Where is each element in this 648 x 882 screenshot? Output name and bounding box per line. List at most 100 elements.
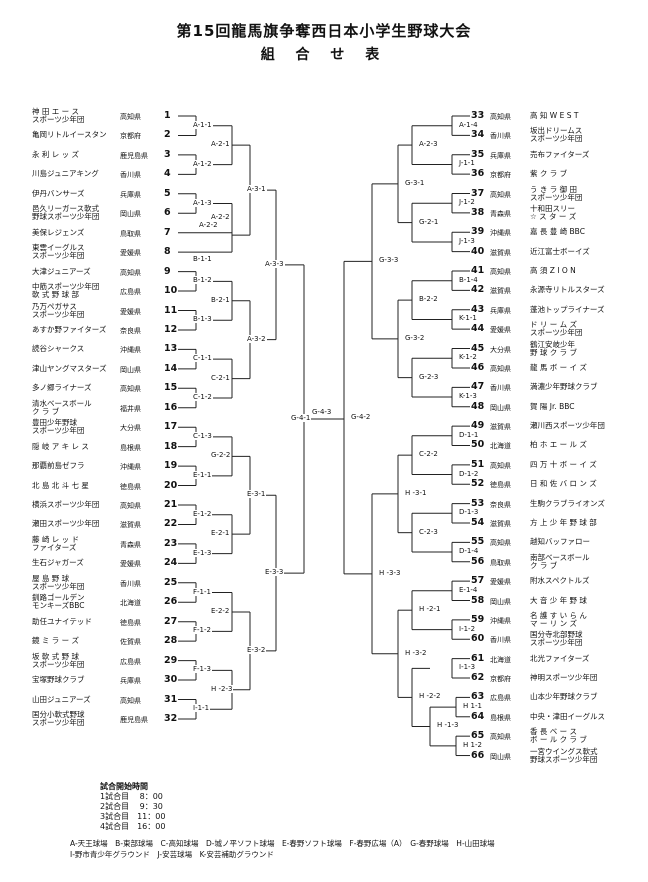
- team-prefecture: 岡山県: [120, 210, 141, 219]
- team-prefecture: 鳥取県: [490, 558, 511, 567]
- team-name: 嘉 長 豊 崎 BBC: [530, 227, 585, 237]
- team-prefecture: 岡山県: [490, 597, 511, 606]
- match-label: B-2-1: [210, 295, 231, 304]
- match-label: G-2-1: [418, 217, 440, 226]
- team-number: 8: [164, 246, 171, 258]
- team-prefecture: 鹿児島県: [120, 151, 148, 160]
- match-label: E-1-1: [192, 470, 213, 479]
- match-label: H -1-3: [436, 721, 460, 730]
- match-label: A-2-1: [210, 140, 231, 149]
- match-label: E-1-4: [458, 585, 479, 594]
- team-number: 19: [164, 460, 178, 472]
- team-name: 永 利 レ ッ ズ: [32, 149, 80, 159]
- match-label: G-3-2: [404, 333, 426, 342]
- team-number: 9: [164, 265, 171, 277]
- team-prefecture: 愛媛県: [120, 307, 141, 316]
- team-number: 28: [164, 635, 178, 647]
- team-name: 大 音 少 年 野 球: [530, 595, 587, 605]
- team-number: 1: [164, 110, 171, 121]
- team-name: 隠 岐 ア キ レ ス: [32, 441, 89, 451]
- match-label: F-1-1: [192, 587, 212, 596]
- venue-legend: A-天王球場 B-東部球場 C-高知球場 D-城ノ平ソフト球場 E-春野ソフト球…: [70, 838, 495, 860]
- team-number: 45: [471, 342, 485, 354]
- team-prefecture: 広島県: [490, 694, 511, 703]
- team-name: 賀 陽 Jr. BBC: [530, 401, 575, 411]
- team-prefecture: 高知県: [490, 268, 511, 277]
- team-prefecture: 愛媛県: [490, 578, 511, 587]
- team-number: 60: [471, 633, 485, 645]
- match-label: I-1-3: [458, 663, 477, 672]
- team-prefecture: 沖縄県: [120, 346, 141, 355]
- team-name: 柏 ホ エ ー ル ズ: [530, 440, 587, 450]
- team-name: 豊田少年野球 スポーツ少年団: [32, 418, 85, 436]
- team-name: 藤 崎 レ ッ ド ファイターズ: [32, 534, 80, 552]
- match-label: E-1-3: [192, 548, 213, 557]
- team-number: 64: [471, 710, 485, 722]
- start-time-row: 1試合目 8：00: [100, 792, 163, 801]
- team-number: 33: [471, 110, 485, 121]
- team-prefecture: 青森県: [490, 209, 511, 218]
- team-number: 38: [471, 206, 485, 218]
- team-prefecture: 大分県: [490, 345, 511, 354]
- team-number: 40: [471, 245, 485, 257]
- team-number: 37: [471, 187, 485, 199]
- team-number: 42: [471, 284, 485, 296]
- team-number: 49: [471, 420, 485, 432]
- team-number: 44: [471, 323, 485, 335]
- match-label: H -2-2: [418, 692, 442, 701]
- match-label: C-2-2: [418, 450, 439, 459]
- team-prefecture: 高知県: [120, 113, 141, 121]
- team-prefecture: 兵庫県: [490, 151, 511, 160]
- team-number: 15: [164, 382, 178, 394]
- match-label: G-4-2: [350, 412, 372, 421]
- team-prefecture: 兵庫県: [490, 306, 511, 315]
- team-prefecture: 佐賀県: [120, 638, 141, 647]
- team-number: 54: [471, 516, 485, 528]
- team-prefecture: 岡山県: [490, 403, 511, 412]
- match-label: A-3-3: [264, 259, 285, 268]
- team-name: 清水ベースボール ク ラ ブ: [32, 398, 92, 416]
- team-prefecture: 高知県: [490, 461, 511, 470]
- team-name: 中央・津田イーグルス: [530, 711, 605, 721]
- match-label: E-2-1: [210, 529, 231, 538]
- team-prefecture: 沖縄県: [490, 229, 511, 238]
- team-number: 51: [471, 458, 485, 470]
- team-name: 亀岡リトルイースタン: [32, 130, 107, 140]
- team-name: 津山ヤングマスターズ: [32, 363, 107, 373]
- team-number: 22: [164, 518, 178, 530]
- match-label: G-2-3: [418, 372, 440, 381]
- team-number: 29: [164, 654, 178, 666]
- team-prefecture: 兵庫県: [120, 677, 141, 686]
- match-label: G-3-1: [404, 178, 426, 187]
- team-prefecture: 徳島県: [120, 482, 141, 491]
- match-label: A-3-2: [246, 334, 267, 343]
- match-label: A-1-4: [458, 120, 479, 129]
- start-times-title: 試合開始時間: [100, 782, 148, 791]
- match-label: A-1-2: [192, 159, 213, 168]
- team-name: 乃万ペガサス スポーツ少年団: [32, 301, 85, 319]
- team-prefecture: 高知県: [490, 539, 511, 548]
- team-number: 21: [164, 499, 178, 510]
- team-number: 16: [164, 401, 178, 413]
- team-name: あすか野ファイターズ: [32, 324, 107, 334]
- team-name: 国分寺北部野球 スポーツ少年団: [530, 630, 583, 648]
- match-label: A-1-1: [192, 120, 213, 129]
- match-label: J-1-2: [458, 198, 476, 207]
- match-label: B-1-4: [458, 275, 479, 284]
- team-number: 6: [164, 207, 171, 219]
- match-label: F-1-2: [192, 626, 212, 635]
- team-name: 大津ジュニアーズ: [32, 266, 91, 276]
- team-number: 52: [471, 478, 485, 490]
- start-time-row: 4試合目 16：00: [100, 822, 166, 831]
- team-name: 国分小軟式野球 スポーツ少年団: [32, 709, 85, 727]
- team-name: 北 島 北 斗 七 星: [32, 480, 89, 490]
- team-prefecture: 奈良県: [120, 326, 141, 335]
- match-label: K-1-2: [458, 353, 478, 362]
- team-number: 36: [471, 168, 485, 180]
- match-label: G-3-3: [378, 256, 400, 265]
- team-prefecture: 沖縄県: [490, 616, 511, 625]
- team-number: 23: [164, 537, 178, 549]
- team-name: 越知バッファロー: [530, 537, 590, 547]
- team-prefecture: 徳島県: [120, 618, 141, 627]
- match-label: H -2-1: [418, 605, 442, 614]
